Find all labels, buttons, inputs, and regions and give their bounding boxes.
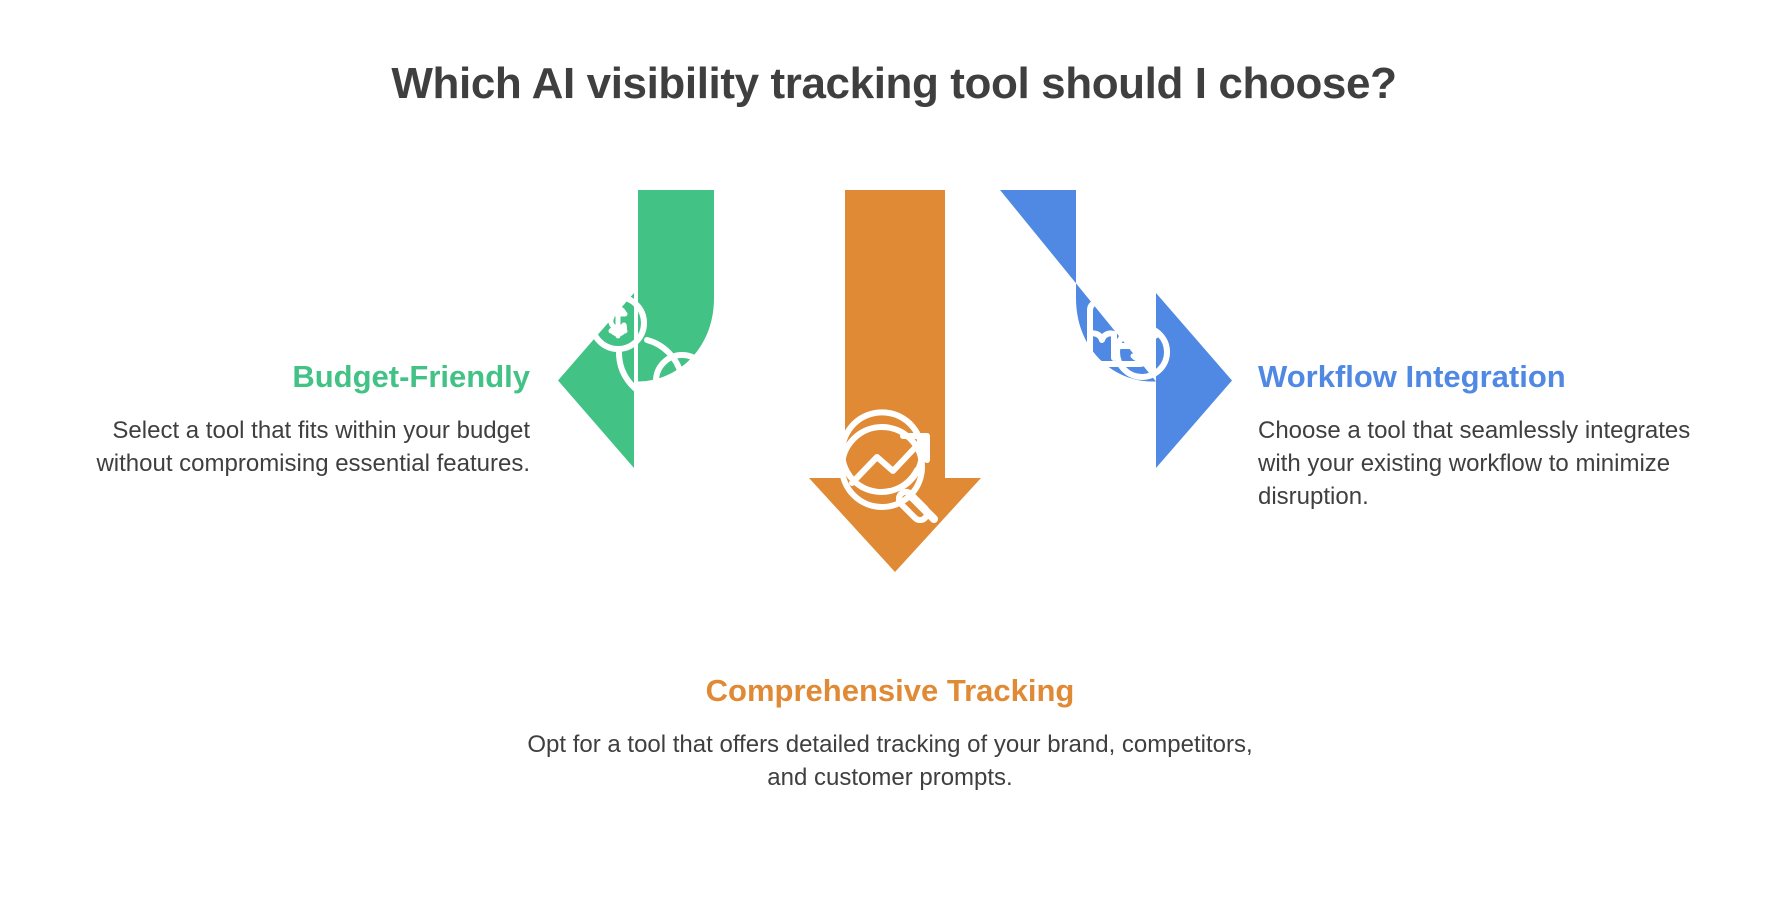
page-title: Which AI visibility tracking tool should… [391, 59, 1397, 108]
arrow-workflow-integration [1000, 190, 1232, 468]
money-refresh-check-icon [589, 294, 711, 410]
arrow-tracking-shape [809, 190, 981, 572]
branch-workflow-body: Choose a tool that seamlessly integrates… [1258, 416, 1691, 510]
branch-budget-body: Select a tool that fits within your budg… [96, 416, 530, 477]
branch-tracking-heading: Comprehensive Tracking [705, 673, 1075, 708]
branch-workflow-heading: Workflow Integration [1258, 359, 1566, 394]
arrow-comprehensive-tracking [809, 190, 981, 572]
magnifier-trend-up-icon [839, 409, 938, 524]
branch-comprehensive-tracking: Comprehensive Tracking Opt for a tool th… [520, 672, 1260, 795]
branch-workflow-integration: Workflow Integration Choose a tool that … [1258, 358, 1738, 513]
branch-budget-friendly: Budget-Friendly Select a tool that fits … [60, 358, 530, 481]
puzzle-smiley-integration-icon [1087, 299, 1170, 380]
branch-tracking-body: Opt for a tool that offers detailed trac… [527, 730, 1253, 791]
arrow-workflow-shape [1000, 190, 1232, 468]
branch-budget-heading: Budget-Friendly [292, 359, 530, 394]
arrow-budget-shape [558, 190, 714, 468]
arrow-budget-friendly [558, 190, 714, 468]
